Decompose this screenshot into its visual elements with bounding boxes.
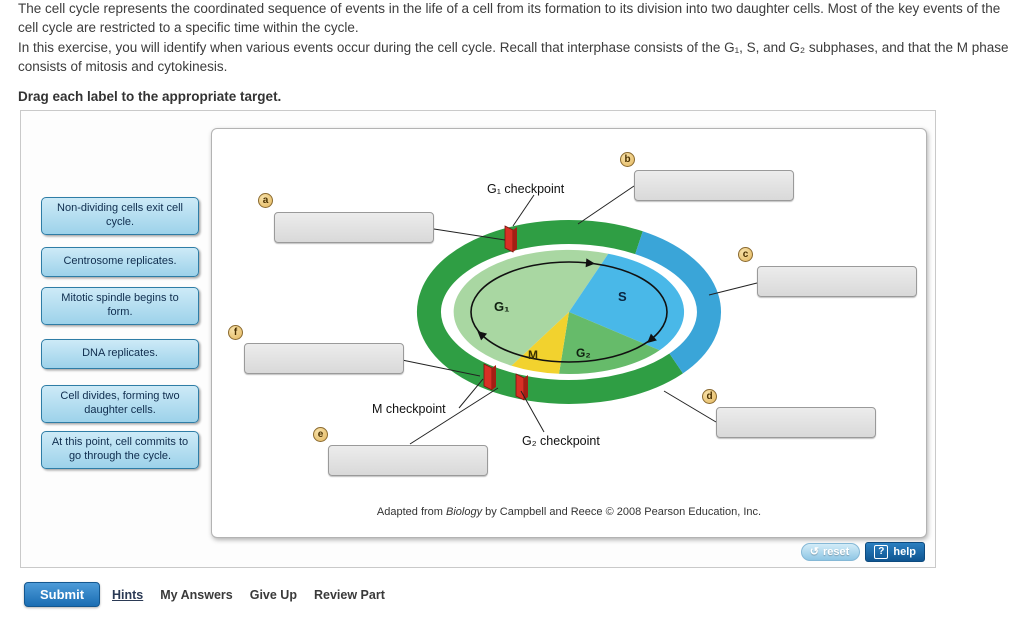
- target-letter-a: a: [258, 193, 273, 208]
- m-phase-label: M: [528, 348, 538, 362]
- cycle-arrowhead: [647, 333, 657, 343]
- panel-controls: ↺ reset ? help: [800, 542, 925, 562]
- drop-target-f[interactable]: [244, 343, 404, 374]
- review-part-link[interactable]: Review Part: [313, 588, 385, 602]
- target-letter-c: c: [738, 247, 753, 262]
- cycle-direction-ring: [470, 261, 668, 363]
- g1-label-line: [512, 194, 535, 227]
- drag-label-dna[interactable]: DNA replicates.: [41, 339, 199, 369]
- target-b-line: [577, 185, 635, 225]
- g2-checkpoint-label: G₂ checkpoint: [522, 434, 600, 448]
- outer-band-green: [416, 220, 683, 404]
- m-label-line: [458, 378, 484, 409]
- outer-band-blue: [635, 231, 721, 374]
- drag-label-centrosome[interactable]: Centrosome replicates.: [41, 247, 199, 277]
- g2-label-line: [520, 390, 545, 433]
- g2-phase-label: G₂: [576, 346, 591, 360]
- cell-cycle-diagram: G₁ checkpoint M checkpoint G₂ checkpoint…: [372, 182, 758, 448]
- intro-text: The cell cycle represents the coordinate…: [18, 0, 1018, 108]
- m-checkpoint-flag-icon: [483, 363, 496, 391]
- cycle-arrowhead: [477, 331, 488, 341]
- diagram-panel: G₁ checkpoint M checkpoint G₂ checkpoint…: [211, 128, 927, 538]
- target-f-line: [401, 359, 481, 377]
- g2-phase-slice: [559, 312, 660, 375]
- drag-label-commit[interactable]: At this point, cell commits to go throug…: [41, 431, 199, 469]
- m-phase-slice: [511, 312, 569, 374]
- figure-caption: Adapted from Biology by Campbell and Ree…: [212, 506, 926, 518]
- drop-target-d[interactable]: [716, 407, 876, 438]
- give-up-link[interactable]: Give Up: [249, 588, 297, 602]
- drop-target-c[interactable]: [757, 266, 917, 297]
- g1-phase-slice: [453, 249, 609, 366]
- question-icon: ?: [874, 545, 889, 559]
- caption-suffix: by Campbell and Reece © 2008 Pearson Edu…: [482, 506, 762, 518]
- drop-target-b[interactable]: [634, 170, 794, 201]
- drag-label-non-dividing[interactable]: Non-dividing cells exit cell cycle.: [41, 197, 199, 235]
- drag-instruction: Drag each label to the appropriate targe…: [18, 88, 282, 104]
- help-button[interactable]: ? help: [865, 542, 925, 562]
- drag-label-cell-divides[interactable]: Cell divides, forming two daughter cells…: [41, 385, 199, 423]
- g1-checkpoint-label: G₁ checkpoint: [487, 182, 565, 196]
- drop-target-e[interactable]: [328, 445, 488, 476]
- target-letter-d: d: [702, 389, 717, 404]
- bottom-links: Hints My Answers Give Up Review Part: [112, 588, 385, 602]
- reset-label: reset: [822, 545, 850, 558]
- target-letter-e: e: [313, 427, 328, 442]
- s-phase-slice: [569, 253, 685, 351]
- my-answers-link[interactable]: My Answers: [160, 588, 233, 602]
- exercise-area: Non-dividing cells exit cell cycle. Cent…: [20, 110, 936, 568]
- help-label: help: [893, 546, 916, 558]
- intro-paragraph-1: The cell cycle represents the coordinate…: [18, 1, 1001, 35]
- drag-label-spindle[interactable]: Mitotic spindle begins to form.: [41, 287, 199, 325]
- g1-checkpoint-flag-icon: [504, 225, 517, 253]
- drop-target-a[interactable]: [274, 212, 434, 243]
- target-letter-b: b: [620, 152, 635, 167]
- reset-icon: ↺: [809, 546, 819, 558]
- target-d-line: [663, 390, 717, 423]
- hints-link[interactable]: Hints: [112, 588, 144, 602]
- g1-phase-label: G₁: [494, 299, 510, 314]
- intro-paragraph-2: In this exercise, you will identify when…: [18, 40, 1009, 74]
- reset-button[interactable]: ↺ reset: [800, 543, 861, 561]
- target-c-line: [708, 282, 758, 296]
- caption-prefix: Adapted from: [376, 506, 446, 518]
- s-phase-label: S: [618, 289, 627, 304]
- m-checkpoint-label: M checkpoint: [372, 402, 446, 416]
- submit-button[interactable]: Submit: [24, 582, 101, 607]
- target-a-line: [433, 228, 506, 241]
- target-letter-f: f: [228, 325, 243, 340]
- cycle-arrowhead: [585, 258, 595, 268]
- target-e-line: [409, 387, 499, 445]
- g2-checkpoint-flag-icon: [515, 373, 528, 401]
- caption-book-title: Biology: [446, 506, 483, 518]
